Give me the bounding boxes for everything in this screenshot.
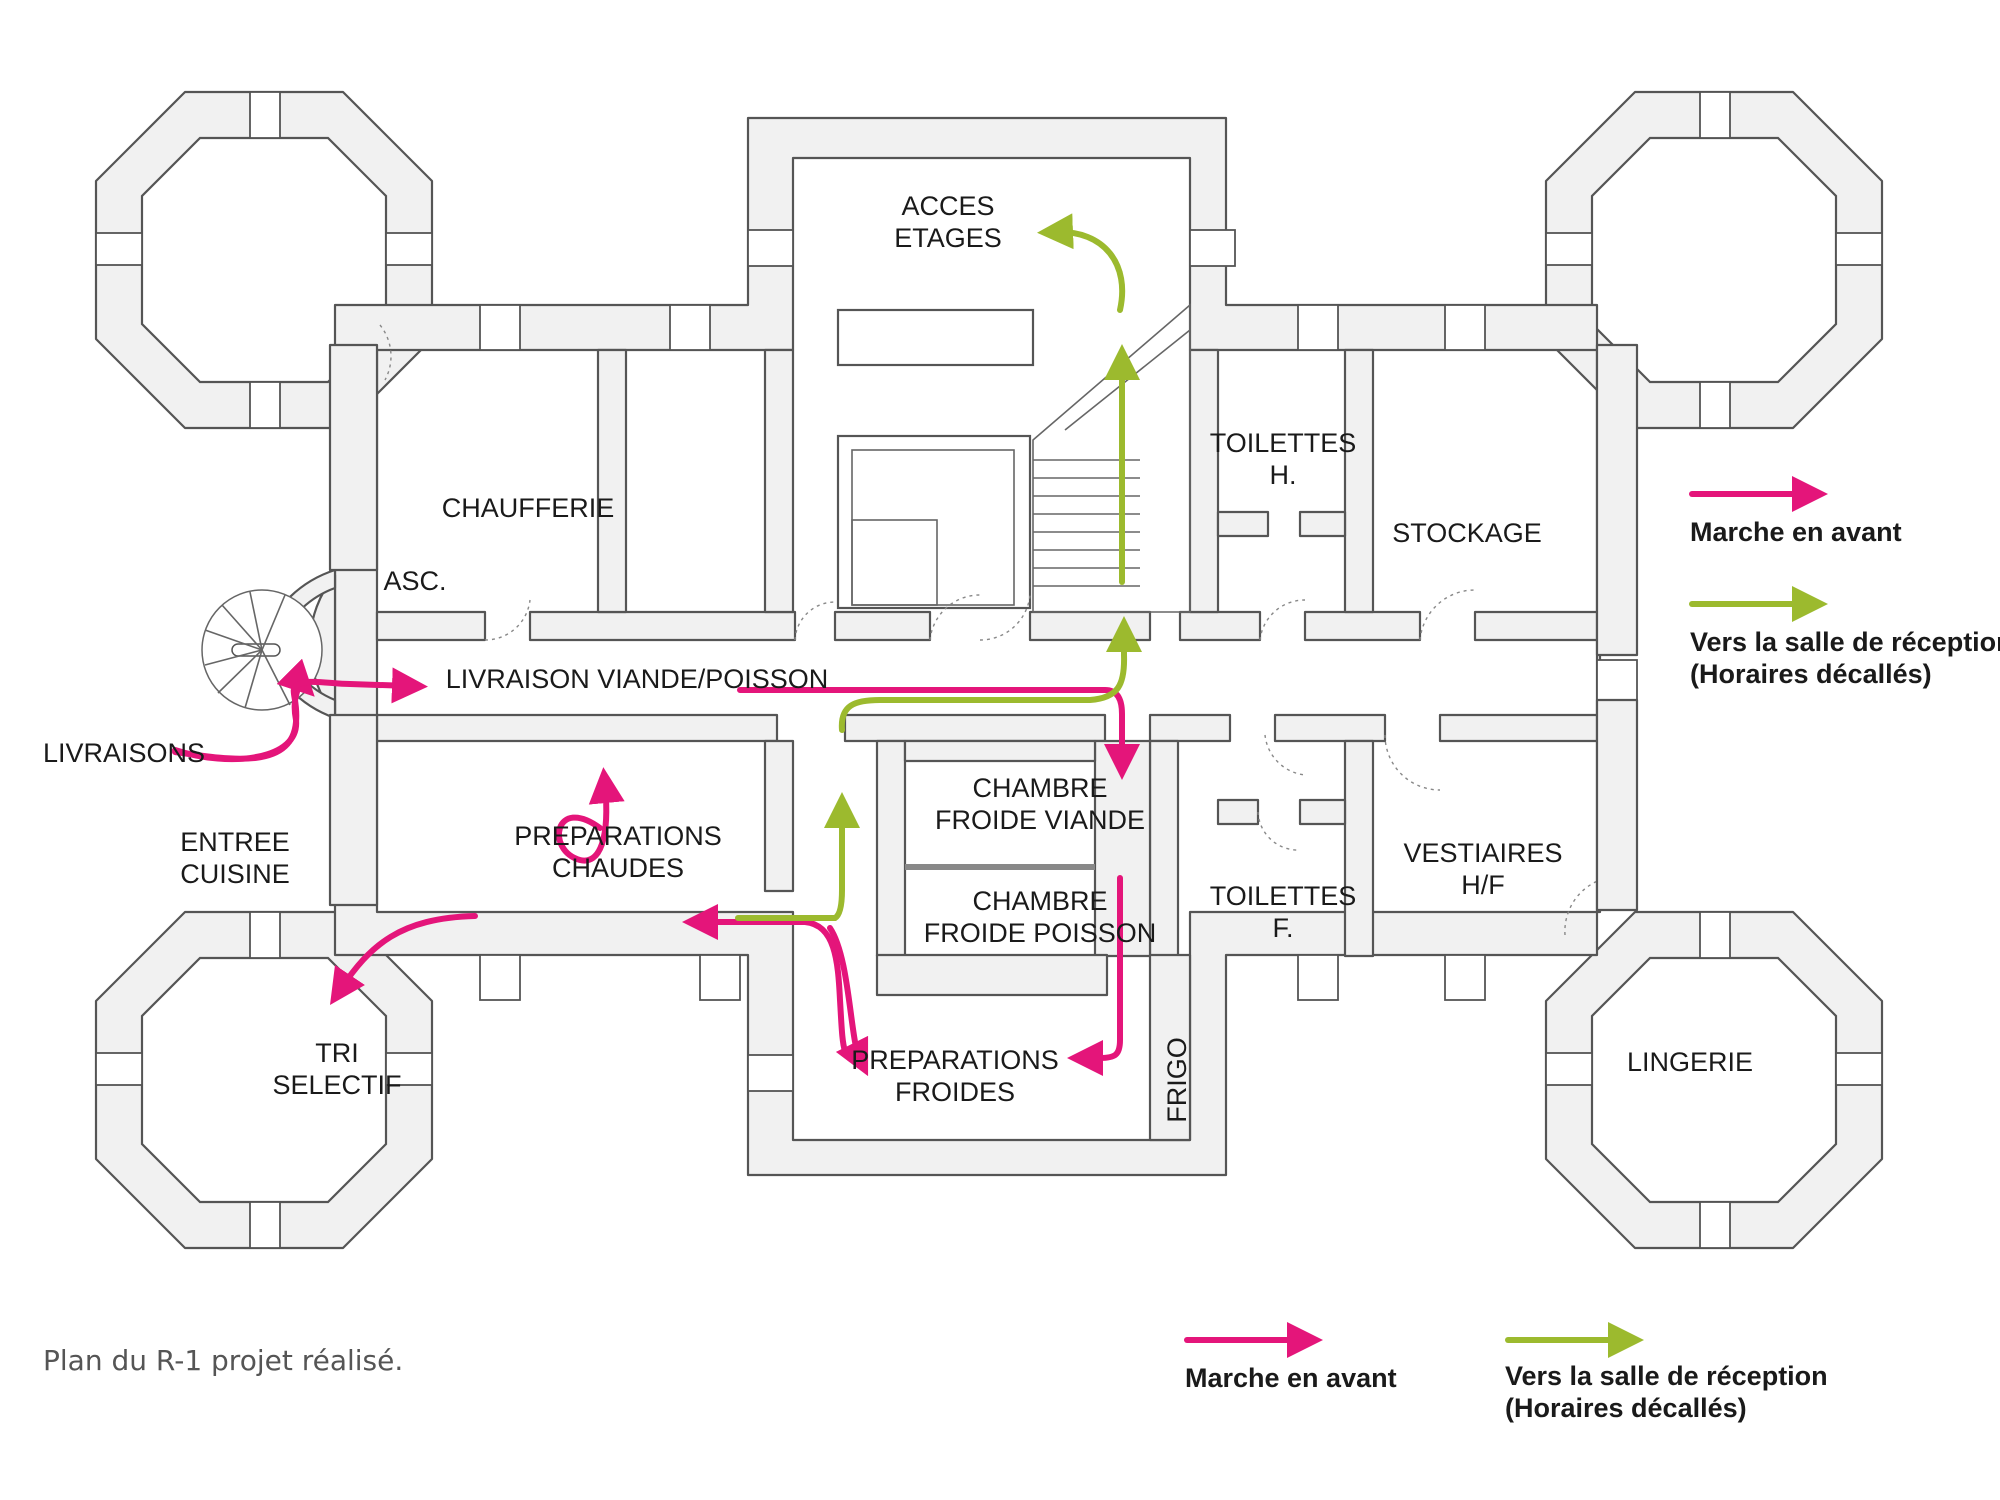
entree-wall	[328, 713, 379, 907]
east-wall-upper	[1595, 343, 1639, 657]
tower-top-left	[94, 90, 434, 430]
label-livraison: LIVRAISON VIANDE/POISSON	[446, 664, 829, 694]
spiral-staircase	[201, 568, 337, 720]
legend-right-reception-1: Vers la salle de réception	[1690, 627, 2000, 657]
tower-bottom-right	[1544, 910, 1884, 1250]
asc-wall	[328, 343, 379, 572]
caption: Plan du R-1 projet réalisé.	[43, 1344, 403, 1377]
label-acces-1: ACCES	[901, 191, 994, 221]
label-entree-1: ENTREE	[180, 827, 290, 857]
label-prep-froides-1: PREPARATIONS	[851, 1045, 1059, 1075]
label-ch-viande-2: FROIDE VIANDE	[935, 805, 1145, 835]
label-livraisons: LIVRAISONS	[43, 738, 205, 768]
legend-right-marche: Marche en avant	[1690, 517, 1902, 547]
label-vestiaires-2: H/F	[1461, 870, 1505, 900]
reception-paths	[735, 213, 1142, 921]
marche-en-avant-paths	[172, 658, 1140, 1077]
label-ch-poisson-2: FROIDE POISSON	[924, 918, 1157, 948]
label-tri-2: SELECTIF	[272, 1070, 401, 1100]
label-lingerie: LINGERIE	[1627, 1047, 1753, 1077]
label-toilettes-h-1: TOILETTES	[1210, 428, 1357, 458]
label-tri-1: TRI	[315, 1038, 359, 1068]
label-frigo: FRIGO	[1162, 1037, 1192, 1123]
legend-right: Marche en avant Vers la salle de récepti…	[1689, 476, 2000, 689]
label-ch-viande-1: CHAMBRE	[972, 773, 1107, 803]
legend-bottom-reception-1: Vers la salle de réception	[1505, 1361, 1828, 1391]
legend-bottom-reception-2: (Horaires décallés)	[1505, 1393, 1747, 1423]
label-ch-poisson-1: CHAMBRE	[972, 886, 1107, 916]
main-building	[333, 116, 1638, 1177]
label-prep-froides-2: FROIDES	[895, 1077, 1015, 1107]
label-toilettes-f-1: TOILETTES	[1210, 881, 1357, 911]
east-wall-lower	[1595, 698, 1639, 912]
legend-bottom-marche: Marche en avant	[1185, 1363, 1397, 1393]
legend-bottom: Marche en avant Vers la salle de récepti…	[1184, 1322, 1828, 1423]
label-vestiaires-1: VESTIAIRES	[1403, 838, 1562, 868]
label-acces-2: ETAGES	[894, 223, 1002, 253]
stair-treads	[1032, 303, 1191, 613]
label-entree-2: CUISINE	[180, 859, 290, 889]
label-stockage: STOCKAGE	[1392, 518, 1542, 548]
label-toilettes-h-2: H.	[1270, 460, 1297, 490]
label-chaufferie: CHAUFFERIE	[442, 493, 615, 523]
room-labels: ACCES ETAGES CHAUFFERIE ASC. TOILETTES H…	[43, 191, 1753, 1123]
label-prep-chaudes-1: PREPARATIONS	[514, 821, 722, 851]
label-asc: ASC.	[383, 566, 446, 596]
label-prep-chaudes-2: CHAUDES	[552, 853, 684, 883]
legend-right-reception-2: (Horaires décallés)	[1690, 659, 1932, 689]
label-toilettes-f-2: F.	[1272, 913, 1293, 943]
